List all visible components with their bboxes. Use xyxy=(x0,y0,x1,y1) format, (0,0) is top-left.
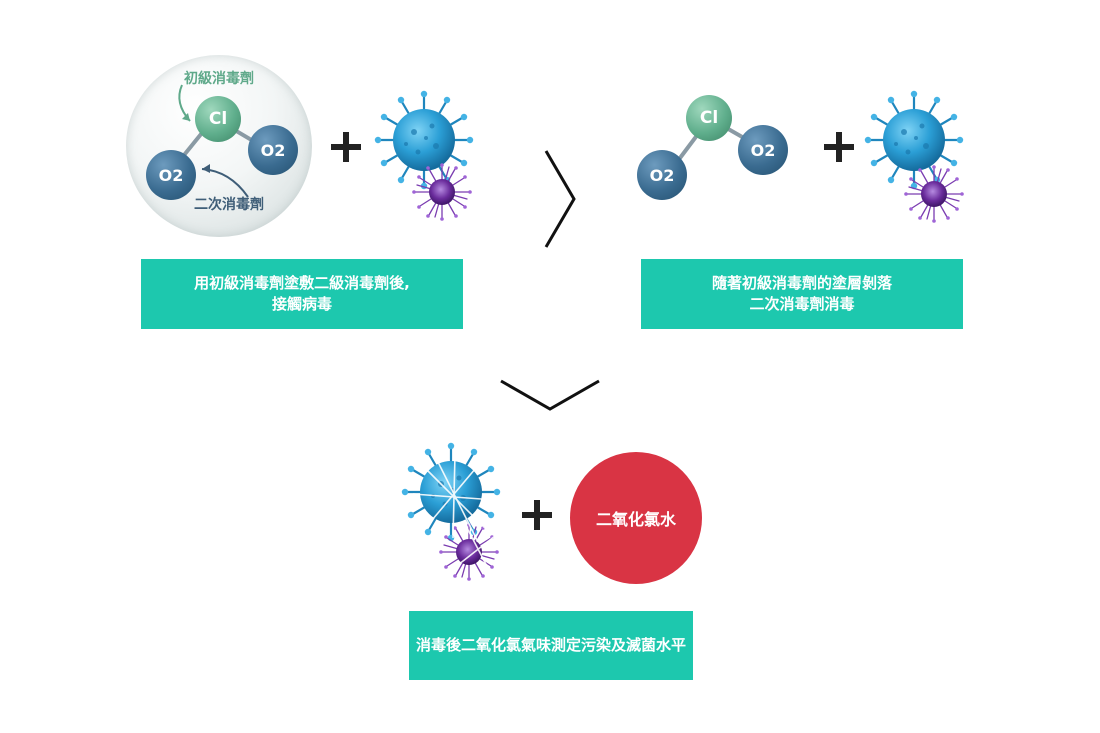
step2-caption-line1: 隨著初級消毒劑的塗層剝落 xyxy=(711,274,892,292)
oxygen-atom-left-step2: O2 xyxy=(637,150,687,200)
secondary-disinfectant-label: 二次消毒劑 xyxy=(194,197,264,213)
step2-caption: 隨著初級消毒劑的塗層剝落 二次消毒劑消毒 xyxy=(641,259,963,329)
virus-icon-step2 xyxy=(863,89,965,224)
sterilized-virus-icon xyxy=(400,441,502,582)
step3-caption: 消毒後二氧化氯氣味測定污染及滅菌水平 xyxy=(409,611,693,680)
plus-icon-step2 xyxy=(824,132,854,162)
chevron-down-icon xyxy=(500,379,600,411)
curved-arrow-icon xyxy=(178,84,249,198)
step3-caption-line1: 消毒後二氧化氯氣味測定污染及滅菌水平 xyxy=(415,636,686,654)
step1-caption-line2: 接觸病毒 xyxy=(271,295,332,313)
oxygen-atom-right-step2: O2 xyxy=(738,125,788,175)
step2-caption-line2: 二次消毒劑消毒 xyxy=(749,295,855,313)
virus-icon xyxy=(373,89,475,222)
plus-icon-step3 xyxy=(522,500,552,530)
chlorine-atom: Cl xyxy=(195,96,241,142)
step1-caption-line1: 用初級消毒劑塗敷二級消毒劑後, xyxy=(194,274,410,292)
chlorine-dioxide-water-circle: 二氧化氯水 xyxy=(570,452,702,584)
chevron-right-icon xyxy=(544,150,576,248)
primary-disinfectant-label: 初級消毒劑 xyxy=(184,71,254,87)
oxygen-atom-right: O2 xyxy=(248,125,298,175)
plus-icon xyxy=(331,132,361,162)
step1-caption: 用初級消毒劑塗敷二級消毒劑後, 接觸病毒 xyxy=(141,259,463,329)
chlorine-atom-step2: Cl xyxy=(686,95,732,141)
oxygen-atom-left: O2 xyxy=(146,150,196,200)
